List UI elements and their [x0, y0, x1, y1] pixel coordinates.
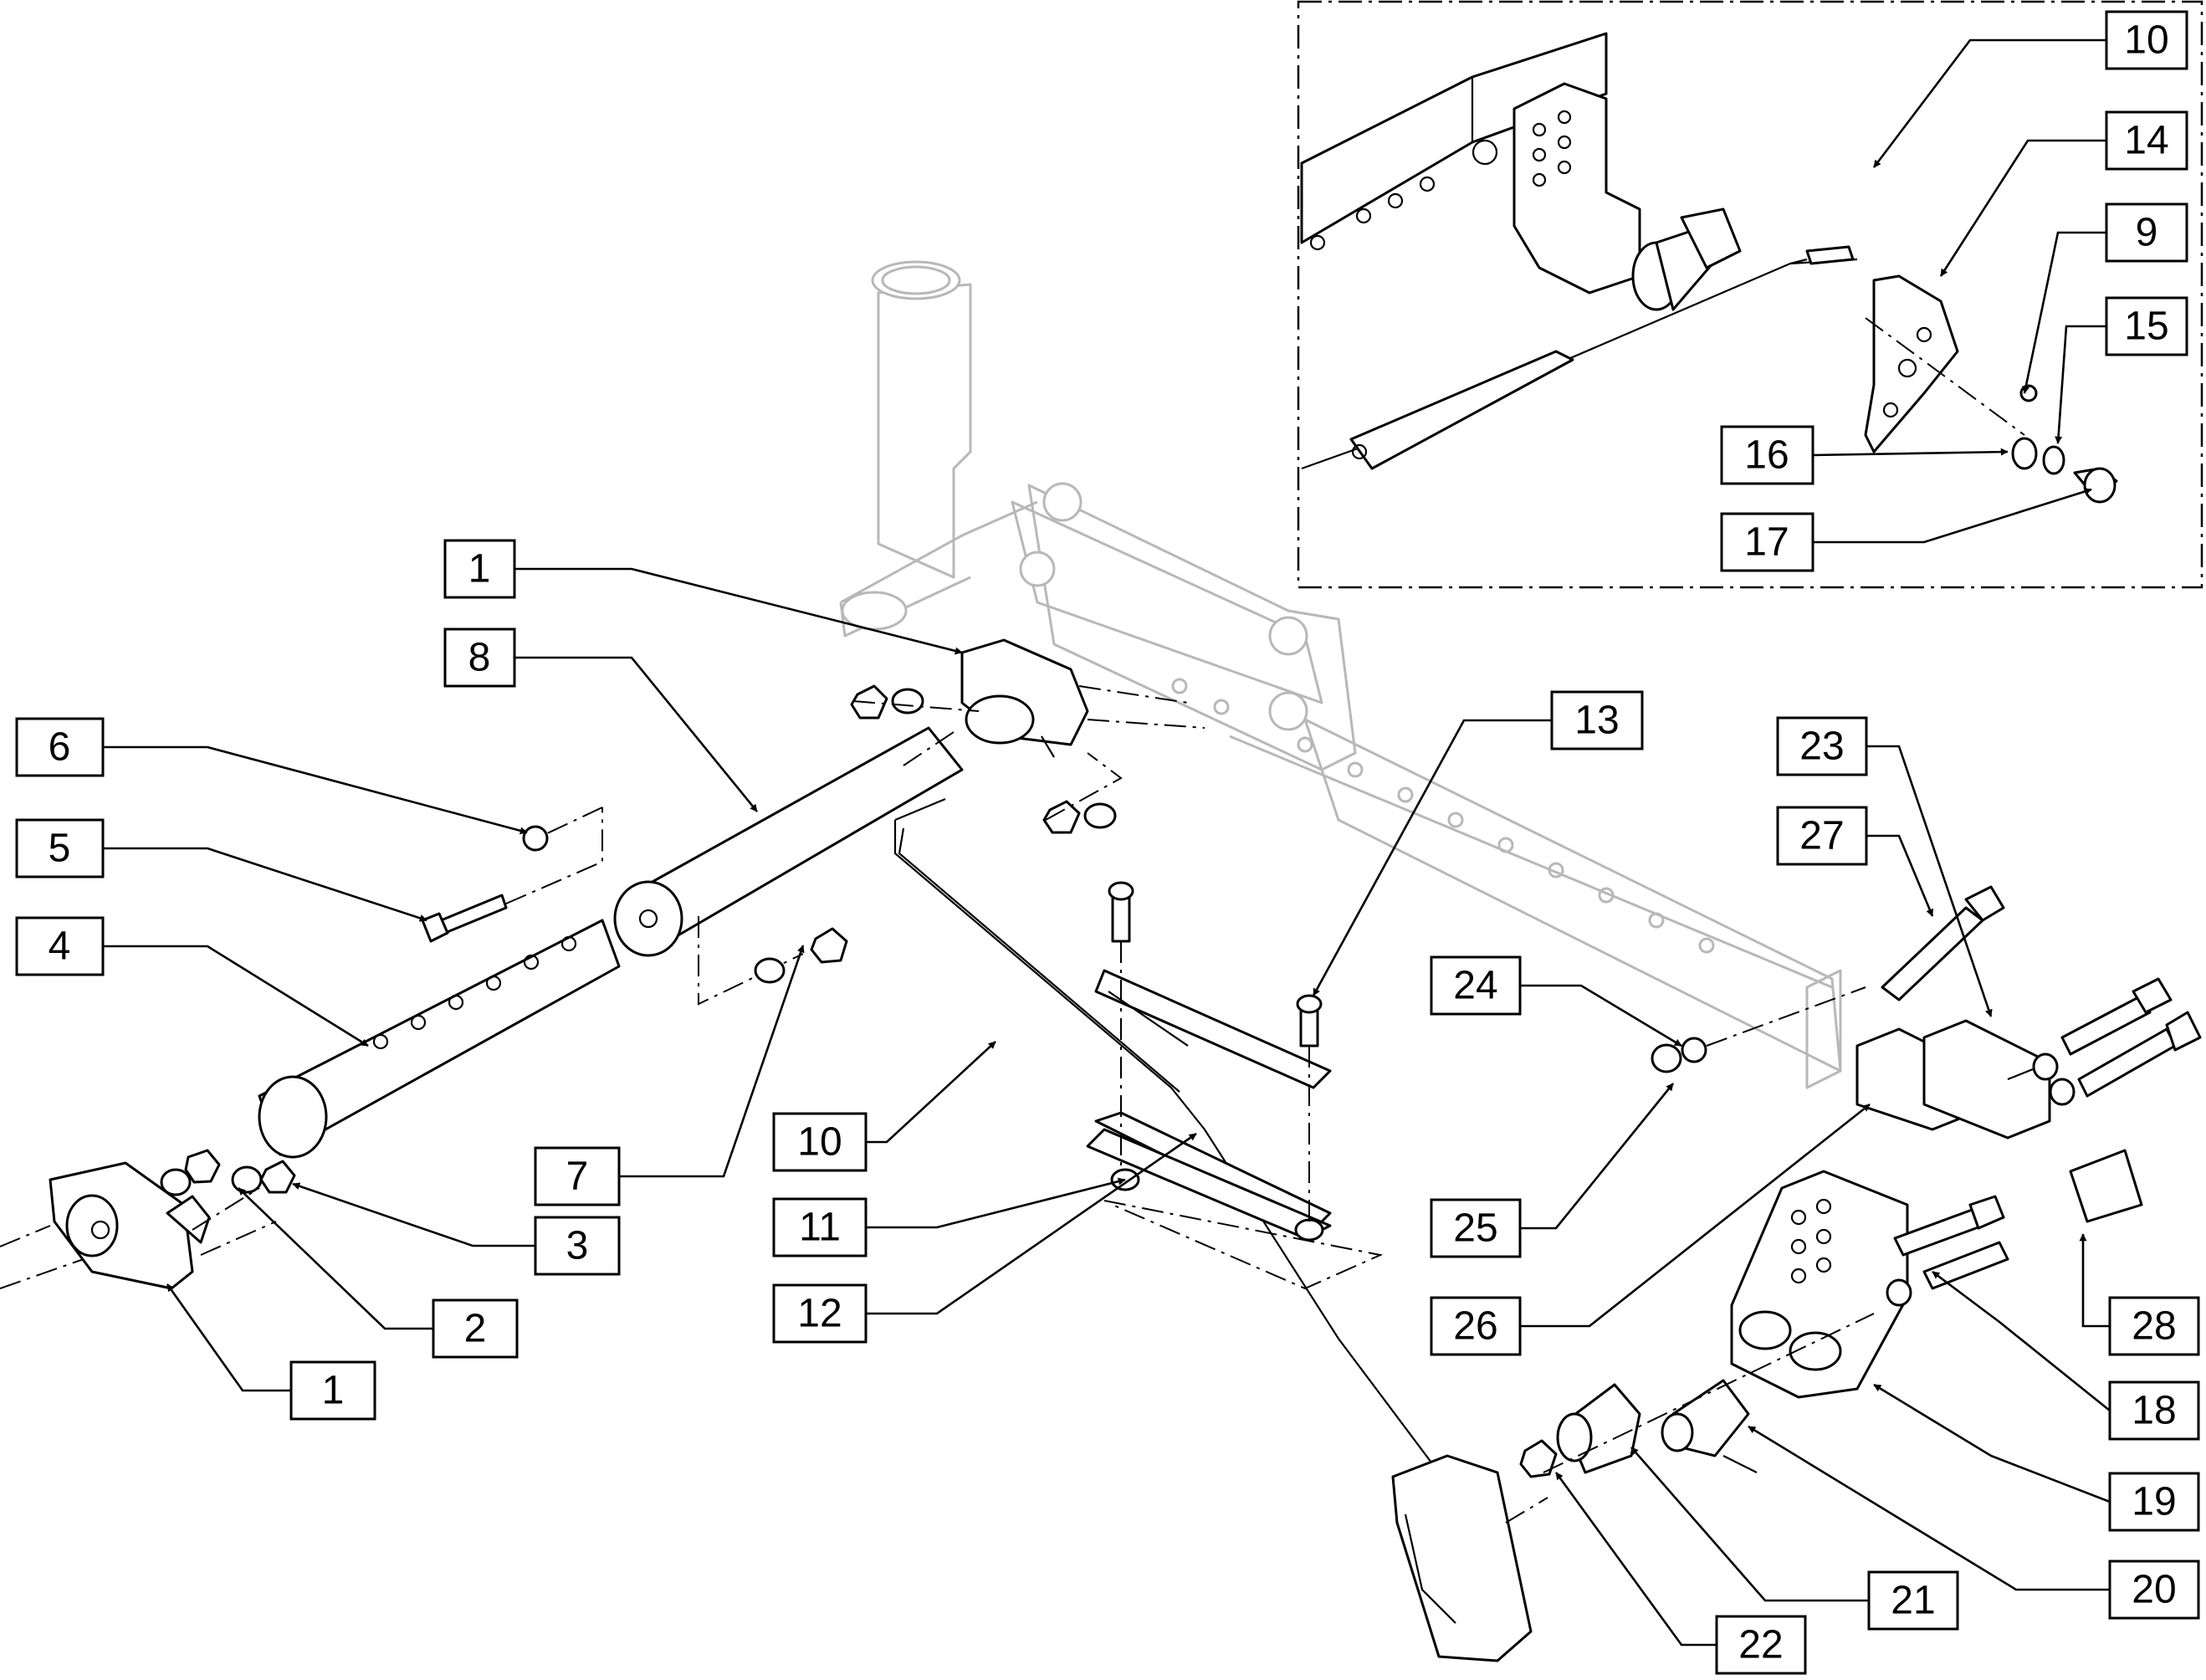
inset-lever-plate — [1864, 274, 1959, 453]
callout-17: 17 — [1720, 512, 1814, 572]
mount-block-bottom — [49, 1161, 211, 1290]
svg-text:12: 12 — [797, 1292, 842, 1336]
svg-text:23: 23 — [1799, 725, 1844, 769]
svg-text:26: 26 — [1453, 1304, 1497, 1349]
callout-8: 8 — [443, 627, 516, 688]
svg-text:8: 8 — [468, 636, 491, 680]
callout-28: 28 — [2108, 1296, 2200, 1356]
tube-part-8 — [613, 726, 964, 957]
callout-4: 4 — [15, 916, 105, 976]
callout-1-top: 1 — [443, 539, 516, 599]
hardware-24-25-27 — [1651, 885, 2005, 1073]
cable-10-main — [893, 797, 1440, 1473]
screws-13-nuts-11 — [1108, 881, 1324, 1242]
clamp-rail-12 — [1086, 969, 1332, 1240]
mount-block-top — [960, 638, 1089, 758]
svg-text:24: 24 — [1453, 964, 1497, 1008]
svg-text:9: 9 — [2136, 211, 2158, 255]
svg-text:19: 19 — [2132, 1480, 2176, 1524]
callout-14: 14 — [2105, 110, 2188, 171]
leader-lines — [103, 38, 2111, 1647]
callout-12: 12 — [772, 1283, 868, 1344]
inset-detail-frame — [1297, 0, 2203, 589]
svg-text:17: 17 — [1744, 520, 1789, 565]
svg-text:10: 10 — [797, 1120, 842, 1165]
end-cap-28 — [2069, 1149, 2143, 1223]
callout-22: 22 — [1715, 1615, 1807, 1675]
svg-text:6: 6 — [49, 725, 71, 770]
bolts-23 — [2032, 977, 2202, 1106]
svg-text:15: 15 — [2124, 305, 2168, 349]
svg-text:21: 21 — [1891, 1579, 1935, 1623]
svg-text:2: 2 — [464, 1307, 487, 1351]
svg-text:3: 3 — [566, 1224, 589, 1268]
callout-6: 6 — [15, 717, 105, 777]
inset-frame-tube — [1300, 32, 1608, 251]
callout-10-inset: 10 — [2105, 10, 2188, 70]
callout-7: 7 — [534, 1146, 621, 1206]
callout-20: 20 — [2108, 1560, 2200, 1620]
inset-hardware — [2011, 384, 2118, 504]
svg-text:18: 18 — [2132, 1389, 2176, 1433]
clamp-19 — [1730, 1170, 1909, 1399]
callout-2: 2 — [432, 1298, 519, 1359]
wheelchair-frame-ghost — [839, 260, 1842, 1089]
callout-3: 3 — [534, 1216, 621, 1276]
callout-5: 5 — [15, 818, 105, 878]
bolt-5-washer-6 — [421, 825, 549, 943]
callout-24: 24 — [1430, 955, 1522, 1016]
svg-text:22: 22 — [1738, 1623, 1783, 1667]
bolts-18 — [1886, 1195, 2009, 1307]
callout-26: 26 — [1430, 1296, 1522, 1356]
callout-15: 15 — [2105, 296, 2188, 356]
callout-27: 27 — [1776, 806, 1868, 866]
svg-text:1: 1 — [322, 1369, 345, 1413]
bracket-26 — [1855, 1019, 2051, 1140]
pedal-footplate — [1391, 1454, 1533, 1662]
callout-21: 21 — [1867, 1570, 1959, 1631]
callout-19: 19 — [2108, 1472, 2200, 1532]
svg-text:28: 28 — [2132, 1304, 2176, 1349]
svg-text:1: 1 — [468, 547, 491, 592]
callout-13: 13 — [1550, 690, 1644, 750]
tube-part-4 — [258, 919, 621, 1159]
svg-text:14: 14 — [2124, 119, 2168, 163]
callout-16: 16 — [1720, 425, 1814, 485]
svg-text:10: 10 — [2124, 18, 2168, 63]
svg-text:11: 11 — [799, 1206, 841, 1250]
callout-10: 10 — [772, 1112, 868, 1172]
svg-text:27: 27 — [1799, 814, 1844, 858]
receivers-20-21-22 — [1519, 1379, 1758, 1478]
svg-text:5: 5 — [49, 827, 71, 871]
callout-25: 25 — [1430, 1198, 1522, 1258]
callout-23: 23 — [1776, 716, 1868, 776]
svg-text:4: 4 — [49, 925, 71, 969]
svg-text:7: 7 — [566, 1155, 589, 1199]
svg-text:16: 16 — [1744, 433, 1789, 478]
inset-cable — [1301, 245, 1858, 470]
svg-text:20: 20 — [2132, 1568, 2176, 1612]
washer-2-nut-3 — [160, 1149, 296, 1196]
inset-bracket — [1512, 82, 1742, 311]
svg-text:13: 13 — [1574, 699, 1619, 743]
nuts-washers-top — [850, 684, 1117, 834]
callout-9: 9 — [2105, 202, 2188, 263]
svg-text:25: 25 — [1453, 1206, 1497, 1251]
callout-11: 11 — [772, 1197, 868, 1257]
callout-18: 18 — [2108, 1380, 2200, 1441]
washer-nut-7 — [754, 927, 848, 984]
callout-1-bottom: 1 — [289, 1360, 376, 1421]
